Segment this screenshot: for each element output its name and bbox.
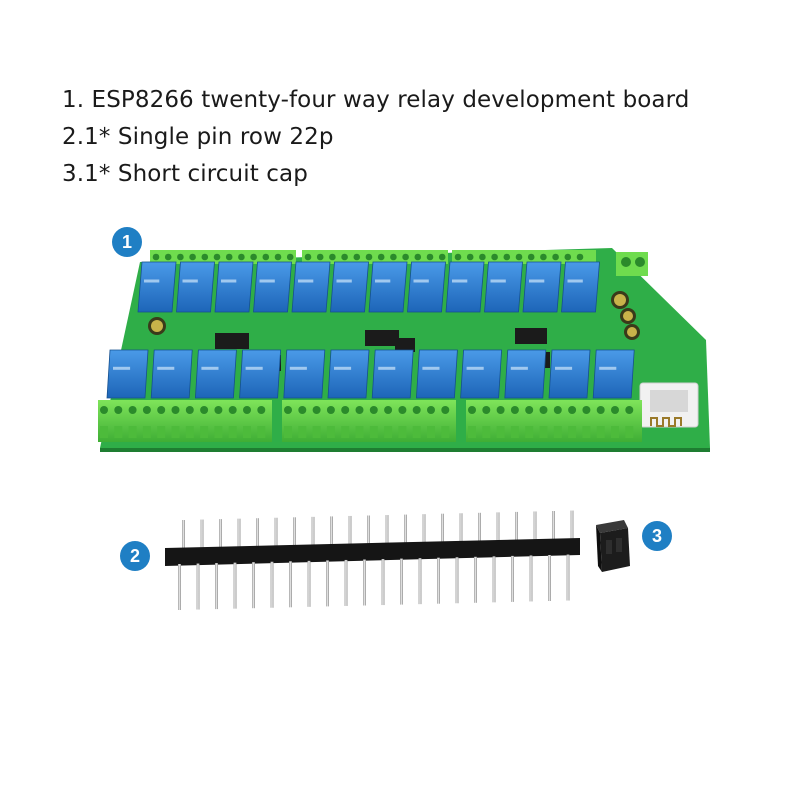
caption-jumper-cap: 3.1* Short circuit cap <box>62 161 308 187</box>
pin <box>215 563 218 610</box>
terminal-block <box>452 250 596 264</box>
relay <box>106 349 149 399</box>
pin <box>492 556 496 603</box>
terminal-block <box>150 250 296 264</box>
pin <box>367 515 370 552</box>
pin <box>196 563 200 610</box>
pin <box>400 558 403 605</box>
relay <box>327 349 370 399</box>
relay <box>371 349 414 399</box>
bottom-relay-row <box>106 349 635 399</box>
capacitors <box>148 291 640 340</box>
pin <box>552 511 555 547</box>
relay <box>214 261 254 313</box>
relay <box>445 261 485 313</box>
pin <box>418 558 422 605</box>
pin <box>233 562 237 609</box>
relay <box>239 349 282 399</box>
relay <box>504 349 547 399</box>
pin <box>515 511 518 548</box>
terminal-block <box>302 250 448 264</box>
pin <box>441 513 444 550</box>
relay <box>194 349 237 399</box>
pin <box>422 514 426 551</box>
relay <box>283 349 326 399</box>
pin <box>330 516 333 553</box>
relay <box>522 261 562 313</box>
pin <box>256 518 259 555</box>
relay <box>460 349 503 399</box>
jumper-cap <box>596 520 630 572</box>
pin <box>459 513 463 550</box>
pin <box>270 561 274 608</box>
pin <box>437 557 440 604</box>
pin <box>566 554 570 601</box>
pin <box>363 559 366 606</box>
badge-jumper-cap: 3 <box>642 521 672 551</box>
relay <box>291 261 331 313</box>
pin <box>219 519 222 556</box>
pin <box>511 555 514 602</box>
relay <box>150 349 193 399</box>
pin <box>344 559 348 606</box>
pin <box>293 517 296 554</box>
badge-board: 1 <box>112 227 142 257</box>
pin-header <box>165 510 580 610</box>
relay <box>415 349 458 399</box>
bottom-terminal-blocks <box>98 400 642 442</box>
pin <box>381 559 385 606</box>
power-terminal <box>616 252 648 276</box>
pin <box>478 512 481 549</box>
relay <box>407 261 446 313</box>
relay <box>368 261 408 313</box>
pin-header-plastic <box>165 538 580 566</box>
badge-pin-header: 2 <box>120 541 150 571</box>
esp8266-module <box>639 382 699 428</box>
pin <box>311 516 315 553</box>
terminal-block <box>466 400 642 442</box>
relay <box>548 349 591 399</box>
pin <box>200 519 204 556</box>
caption-board: 1. ESP8266 twenty-four way relay develop… <box>62 87 690 113</box>
terminal-block <box>98 400 272 442</box>
pin <box>533 511 537 548</box>
relay <box>592 349 635 399</box>
relay <box>137 261 177 313</box>
relay <box>561 261 600 313</box>
relay <box>176 261 215 313</box>
pin <box>385 515 389 552</box>
pin <box>326 560 329 607</box>
pin <box>404 514 407 551</box>
pin <box>252 562 255 609</box>
pin <box>289 561 292 608</box>
caption-list: 1. ESP8266 twenty-four way relay develop… <box>62 82 689 193</box>
pin <box>307 560 311 607</box>
pin <box>178 564 181 610</box>
terminal-block <box>282 400 456 442</box>
pin <box>570 510 574 547</box>
pin <box>274 517 278 554</box>
pin <box>455 557 459 604</box>
relay <box>330 261 369 313</box>
pin <box>474 556 477 603</box>
relay-board <box>98 248 710 452</box>
relay <box>253 261 292 313</box>
pin <box>182 520 185 556</box>
pin <box>348 515 352 552</box>
top-relay-row <box>137 261 600 313</box>
pin <box>548 555 551 601</box>
relay <box>484 261 523 313</box>
pin <box>237 518 241 555</box>
caption-pin-header: 2.1* Single pin row 22p <box>62 124 334 150</box>
pin <box>529 555 533 602</box>
pin <box>496 512 500 549</box>
top-terminal-blocks <box>150 250 596 264</box>
